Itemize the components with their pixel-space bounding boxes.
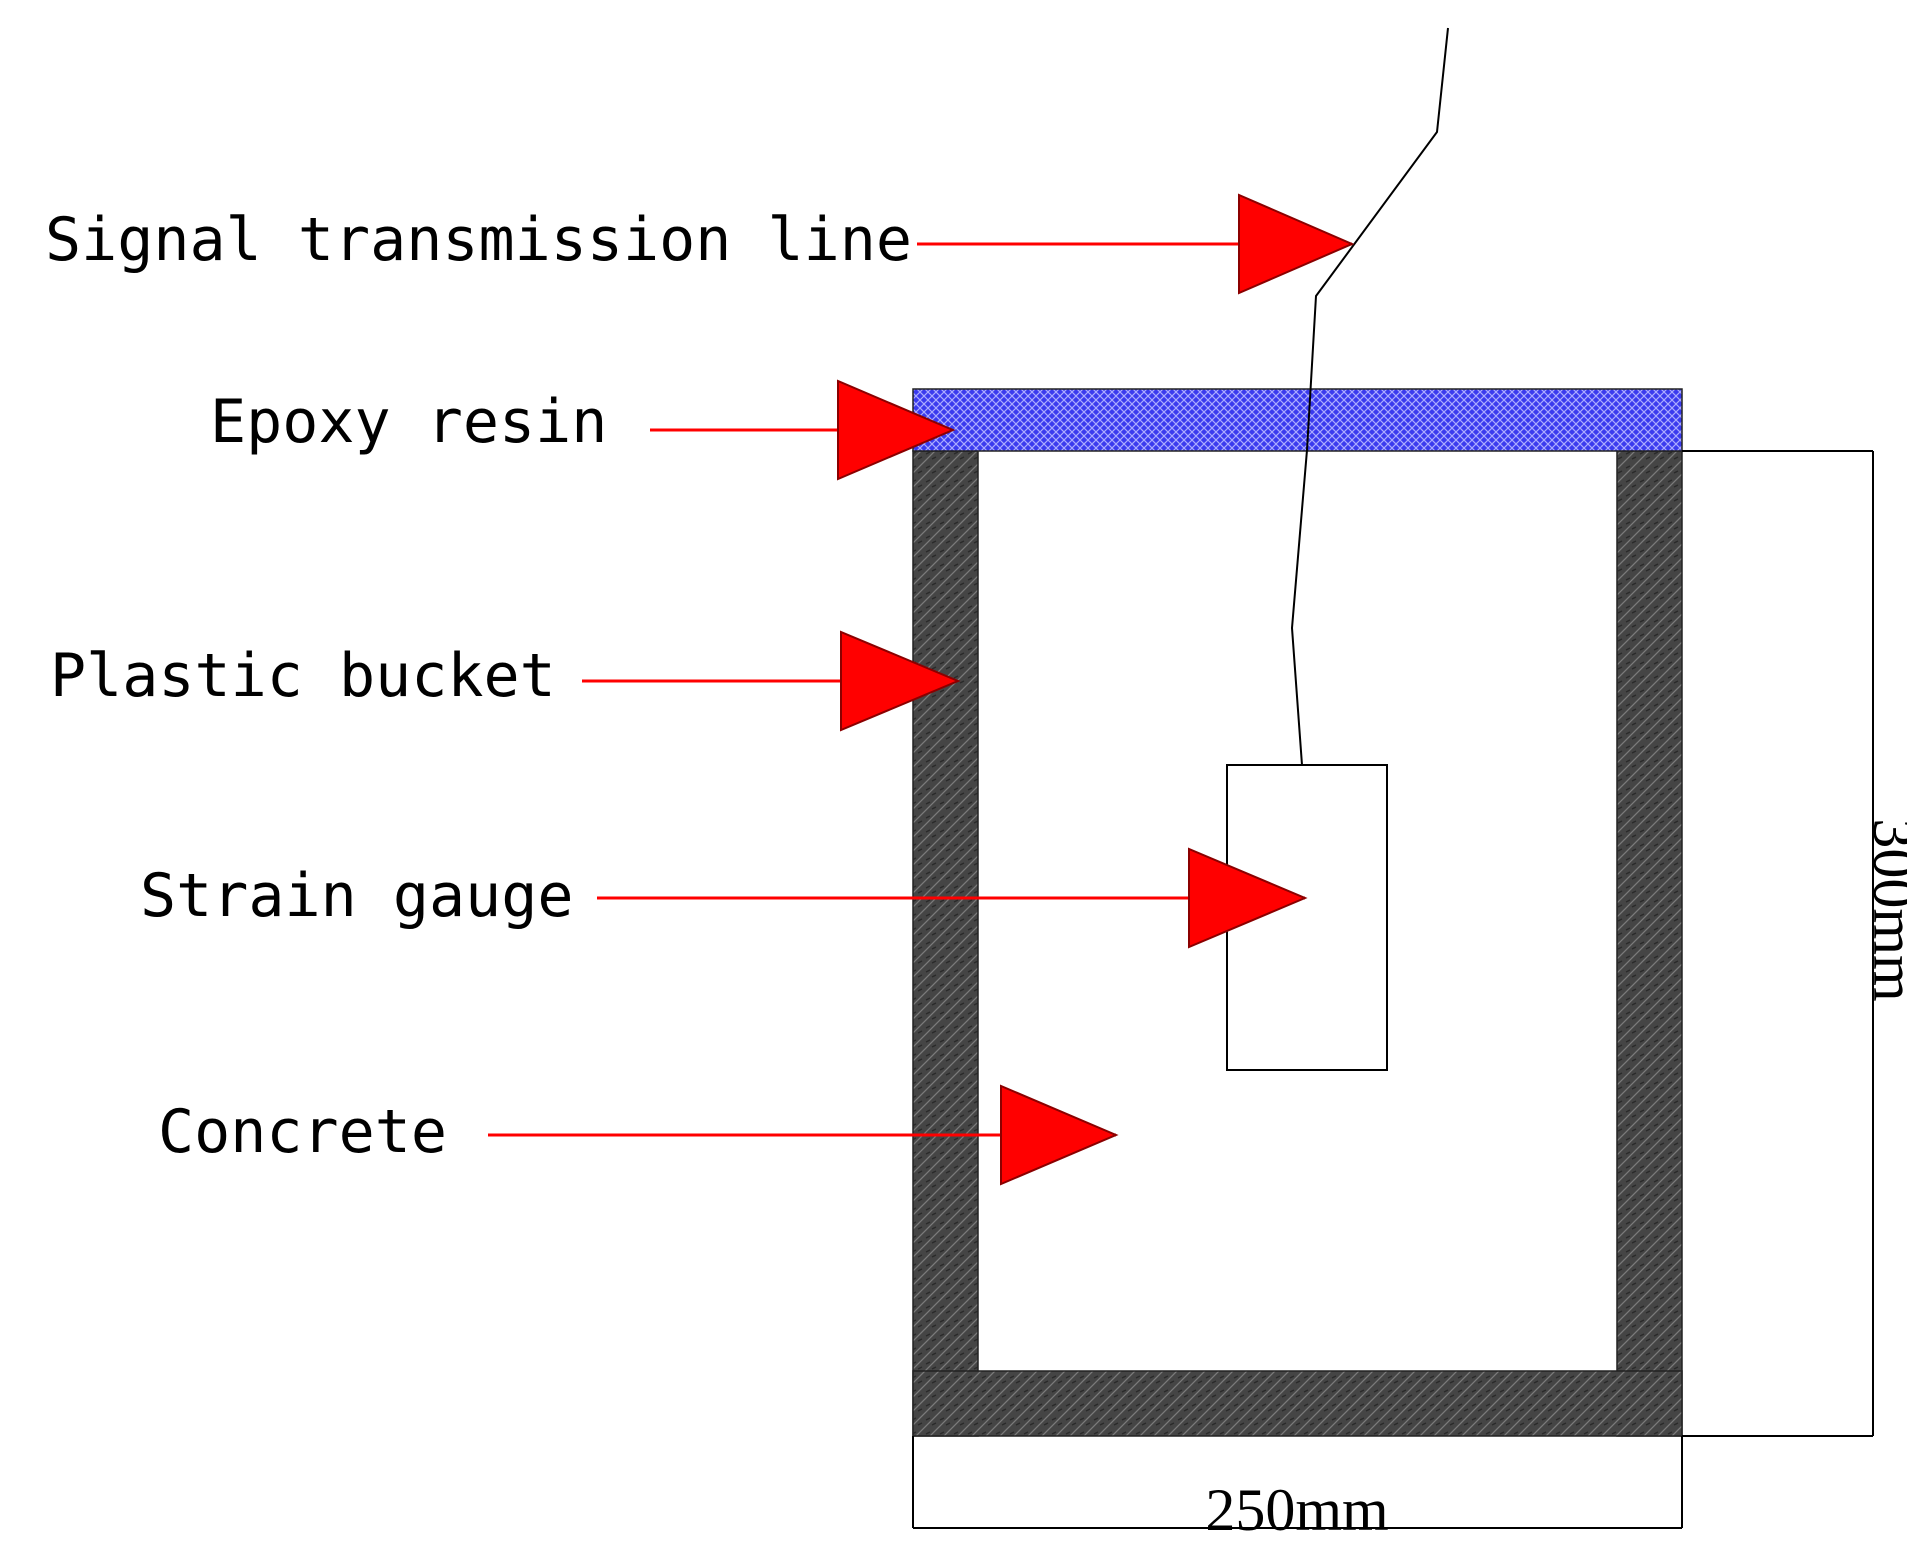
bucket-bottom (912, 1370, 1683, 1437)
label-signal-line: Signal transmission line (45, 205, 912, 275)
dim-width-text: 250mm (1205, 1477, 1388, 1543)
signal-wire (1290, 27, 1449, 766)
arrow-concrete-icon (1000, 1084, 1119, 1186)
label-epoxy-resin: Epoxy resin (210, 387, 607, 457)
arrowheads (837, 193, 1355, 1186)
label-concrete: Concrete (158, 1097, 447, 1167)
arrow-epoxy-icon (837, 379, 956, 481)
bucket-wall-left (912, 450, 979, 1437)
arrow-gauge-icon (1188, 847, 1308, 949)
label-plastic-bucket: Plastic bucket (50, 641, 556, 711)
arrow-signal-icon (1238, 193, 1355, 295)
epoxy-resin-layer (912, 388, 1683, 452)
label-strain-gauge: Strain gauge (140, 861, 573, 931)
dim-height-text: 300mm (1861, 818, 1907, 1001)
arrow-bucket-icon (840, 630, 961, 732)
bucket-wall-right (1616, 450, 1683, 1437)
